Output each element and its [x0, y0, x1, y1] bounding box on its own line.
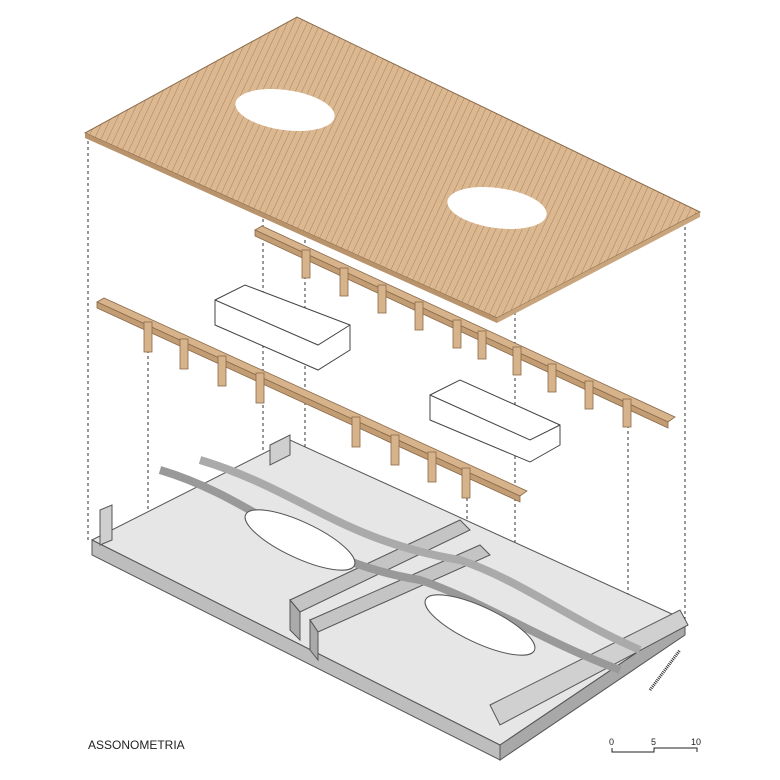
roof-slats	[83, 16, 702, 323]
beam-back-posts	[301, 249, 632, 428]
scale-bar	[611, 747, 698, 753]
scale-label-5: 5	[651, 737, 657, 747]
hull-base	[90, 434, 689, 761]
drawing-title: ASSONOMETRIA	[88, 738, 185, 752]
beam-back	[254, 225, 676, 429]
beam-front-posts	[143, 321, 471, 499]
scale-label-10: 10	[691, 737, 702, 747]
roof-opening	[235, 89, 335, 131]
scale-label-0: 0	[609, 737, 615, 747]
beam-front	[96, 297, 528, 503]
roof-opening	[447, 187, 547, 229]
planter-boxes	[214, 284, 561, 463]
